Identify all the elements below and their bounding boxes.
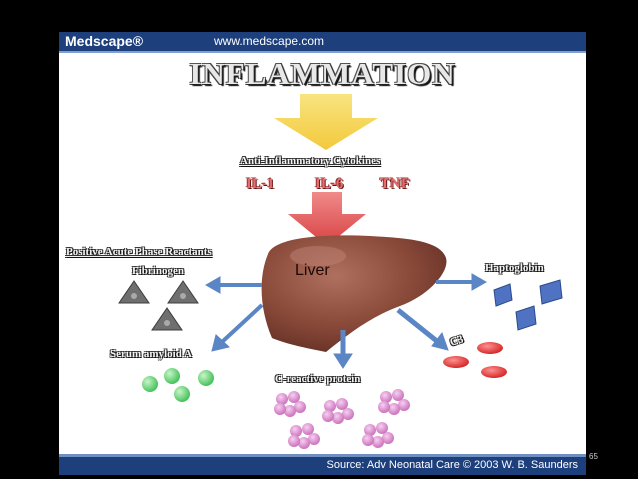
liver-shape	[261, 235, 447, 352]
liver-highlight	[290, 246, 346, 266]
blue-arrows	[204, 273, 488, 369]
cytokine-tnf: TNF	[380, 176, 410, 192]
positive-reactants-heading: Positive Acute Phase Reactants	[66, 246, 212, 258]
cytokine-il6: IL-6	[315, 176, 344, 192]
yellow-arrow	[274, 94, 378, 150]
page-number: 65	[589, 452, 598, 461]
header-bar: Medscape® www.medscape.com	[59, 32, 586, 53]
fibrinogen-label: Fibrinogen	[132, 265, 184, 277]
liver-label: Liver	[295, 262, 330, 279]
cytokine-il1: IL-1	[246, 176, 275, 192]
crp-clusters	[274, 389, 410, 449]
header-url[interactable]: www.medscape.com	[214, 34, 325, 48]
crp-label: C-reactive protein	[275, 373, 361, 385]
footer-bar: Source: Adv Neonatal Care © 2003 W. B. S…	[59, 454, 586, 475]
slide-title: INFLAMMATION	[189, 56, 456, 91]
haptoglobin-label: Haptoglobin	[485, 262, 544, 274]
red-arrow	[288, 192, 366, 246]
source-citation: Source: Adv Neonatal Care © 2003 W. B. S…	[326, 459, 578, 471]
serum-amyloid-label: Serum amyloid A	[110, 348, 192, 360]
brand-logo: Medscape®	[65, 33, 144, 49]
haptoglobin-cubes	[493, 279, 563, 331]
fibrinogen-triangles	[118, 280, 199, 331]
serum-amyloid-balls	[142, 368, 214, 402]
cytokines-heading: Anti-Inflammatory Cytokines	[240, 155, 381, 167]
c3-ellipses	[443, 342, 507, 378]
